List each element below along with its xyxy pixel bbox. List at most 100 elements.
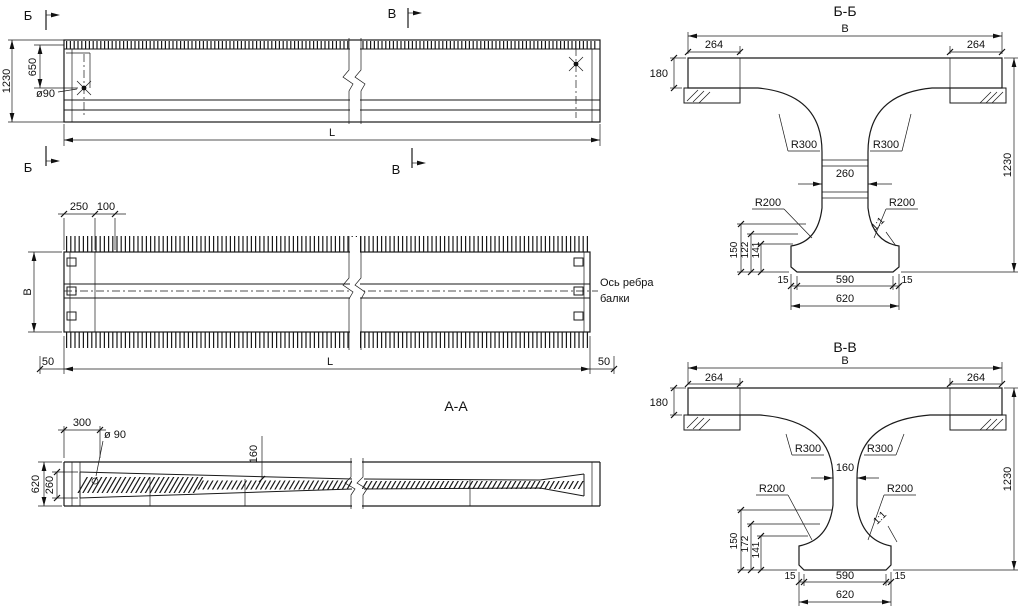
- dim-L-label: L: [329, 127, 335, 139]
- lifting-hole-right: [568, 48, 584, 118]
- dim-150-bb-label: 150: [729, 241, 740, 258]
- dim-1230: 1230: [1, 39, 64, 123]
- dim-260-aa: 260: [44, 468, 78, 502]
- dim-bottom-bb: 15 590 15 620: [777, 274, 913, 310]
- dim-plan-length: 50 L 50: [36, 336, 618, 374]
- break-symbol-plan: [342, 236, 366, 350]
- section-vv-profile: [687, 387, 1003, 571]
- dim-plan-L-label: L: [327, 356, 333, 368]
- beam-outline: [63, 39, 601, 123]
- dim-620-aa: 620: [30, 461, 62, 507]
- dim-300-label: 300: [73, 417, 91, 429]
- section-vv-title: В-В: [833, 339, 856, 355]
- rib-band: [77, 471, 585, 506]
- dim-620-vv-label: 620: [836, 589, 854, 601]
- dim-172-vv-label: 172: [740, 535, 751, 552]
- marker-v-top-label: В: [388, 6, 397, 21]
- slope-bb: 1:1: [869, 215, 897, 247]
- dim-260-aa-label: 260: [44, 476, 56, 494]
- dim-50-left-label: 50: [42, 356, 54, 368]
- side-elevation-view: 1230 650 ø90 L Б: [1, 6, 601, 177]
- end-details: [66, 49, 593, 122]
- dim-300: 300: [58, 417, 106, 458]
- dim-bb-264-right-label: 264: [967, 39, 985, 51]
- dim-160-vv-label: 160: [836, 462, 854, 474]
- dim-r200-vv: R200 R200: [756, 483, 916, 541]
- marker-b-top-label: Б: [24, 8, 33, 23]
- dim-aa-d90-label: ø 90: [104, 429, 126, 441]
- dim-width-v-label: В: [22, 288, 34, 295]
- lifting-hole-left: [76, 54, 92, 118]
- dim-180-vv: 180: [650, 384, 686, 419]
- dim-top-bb: В 264 264: [684, 23, 1006, 56]
- dim-vv-v-label: В: [841, 355, 848, 367]
- dim-250-label: 250: [70, 201, 88, 213]
- section-aa-view: А-А: [30, 398, 601, 509]
- section-bb-title: Б-Б: [833, 3, 856, 19]
- dim-650: 650: [27, 44, 78, 89]
- section-marker-b-bottom: Б: [24, 146, 60, 175]
- r300-vv-right-label: R300: [867, 443, 893, 455]
- r200-vv-right-label: R200: [887, 483, 913, 495]
- slope-bb-label: 1:1: [869, 215, 887, 233]
- dim-260-bb-label: 260: [836, 168, 854, 180]
- section-aa-title: А-А: [444, 398, 468, 414]
- r200-vv-left-label: R200: [759, 483, 785, 495]
- dim-15-left-vv-label: 15: [784, 571, 796, 582]
- dim-260-bb: 260: [798, 168, 892, 187]
- dim-15-right-vv-label: 15: [894, 571, 906, 582]
- break-symbol-aa: [344, 458, 368, 509]
- dim-150-vv-label: 150: [729, 532, 740, 549]
- r300-bb-right-label: R300: [873, 139, 899, 151]
- dim-160-aa: 160: [248, 436, 266, 483]
- r200-bb-left-label: R200: [755, 197, 781, 209]
- marker-b-bottom-label: Б: [24, 160, 33, 175]
- dim-bb-264-left-label: 264: [705, 39, 723, 51]
- dim-160-vv: 160: [811, 462, 879, 481]
- dim-r300-bb: R300 R300: [778, 113, 912, 152]
- dim-50-right-label: 50: [598, 356, 610, 368]
- dim-180-bb: 180: [650, 54, 686, 92]
- dim-stack-vv: 150 172 141: [729, 506, 832, 574]
- dim-620-aa-label: 620: [30, 475, 42, 493]
- dim-122-bb-label: 122: [740, 241, 751, 258]
- web-lines-bb: [822, 159, 868, 199]
- plan-view: 250 100 В Ось ребра балки 5: [22, 201, 654, 374]
- slope-vv: 1:1: [871, 509, 898, 543]
- dim-vv-264-right-label: 264: [967, 372, 985, 384]
- section-marker-b-top: Б: [24, 8, 60, 30]
- section-bb-view: Б-Б В: [650, 3, 1018, 310]
- r300-bb-left-label: R300: [791, 139, 817, 151]
- dim-top-vv: В 264 264: [684, 355, 1006, 388]
- dim-bb-v-label: В: [841, 23, 848, 35]
- marker-v-bottom-label: В: [392, 162, 401, 177]
- dim-100-label: 100: [97, 201, 115, 213]
- dim-590-bb-label: 590: [836, 274, 854, 286]
- break-symbol-elevation: [342, 38, 366, 124]
- dim-620-bb-label: 620: [836, 293, 854, 305]
- dim-stack-bb: 150 122 141: [729, 220, 806, 276]
- dim-1230-label: 1230: [1, 69, 13, 93]
- anchor-keys-vv: [683, 388, 1007, 431]
- dim-vv-264-left-label: 264: [705, 372, 723, 384]
- r200-bb-right-label: R200: [889, 197, 915, 209]
- slope-vv-label: 1:1: [871, 509, 889, 527]
- dim-1230-bb: 1230: [901, 57, 1018, 273]
- anchor-keys-bb: [683, 58, 1007, 104]
- dim-160-aa-label: 160: [248, 445, 260, 463]
- plan-outline: [63, 251, 591, 333]
- dim-180-bb-label: 180: [650, 68, 668, 80]
- plan-end-details: [66, 252, 585, 332]
- dim-15-left-bb-label: 15: [777, 275, 789, 286]
- dim-r200-bb: R200 R200: [752, 197, 918, 239]
- dim-r300-vv: R300 R300: [785, 433, 905, 456]
- section-marker-v-top: В: [388, 6, 422, 28]
- axis-label-line1: Ось ребра: [600, 277, 654, 289]
- dim-650-label: 650: [27, 58, 39, 76]
- dim-1230-vv-label: 1230: [1002, 467, 1014, 491]
- dim-590-vv-label: 590: [836, 570, 854, 582]
- section-bb-profile: [687, 57, 1003, 273]
- dim-bottom-vv: 15 590 15 620: [784, 570, 906, 606]
